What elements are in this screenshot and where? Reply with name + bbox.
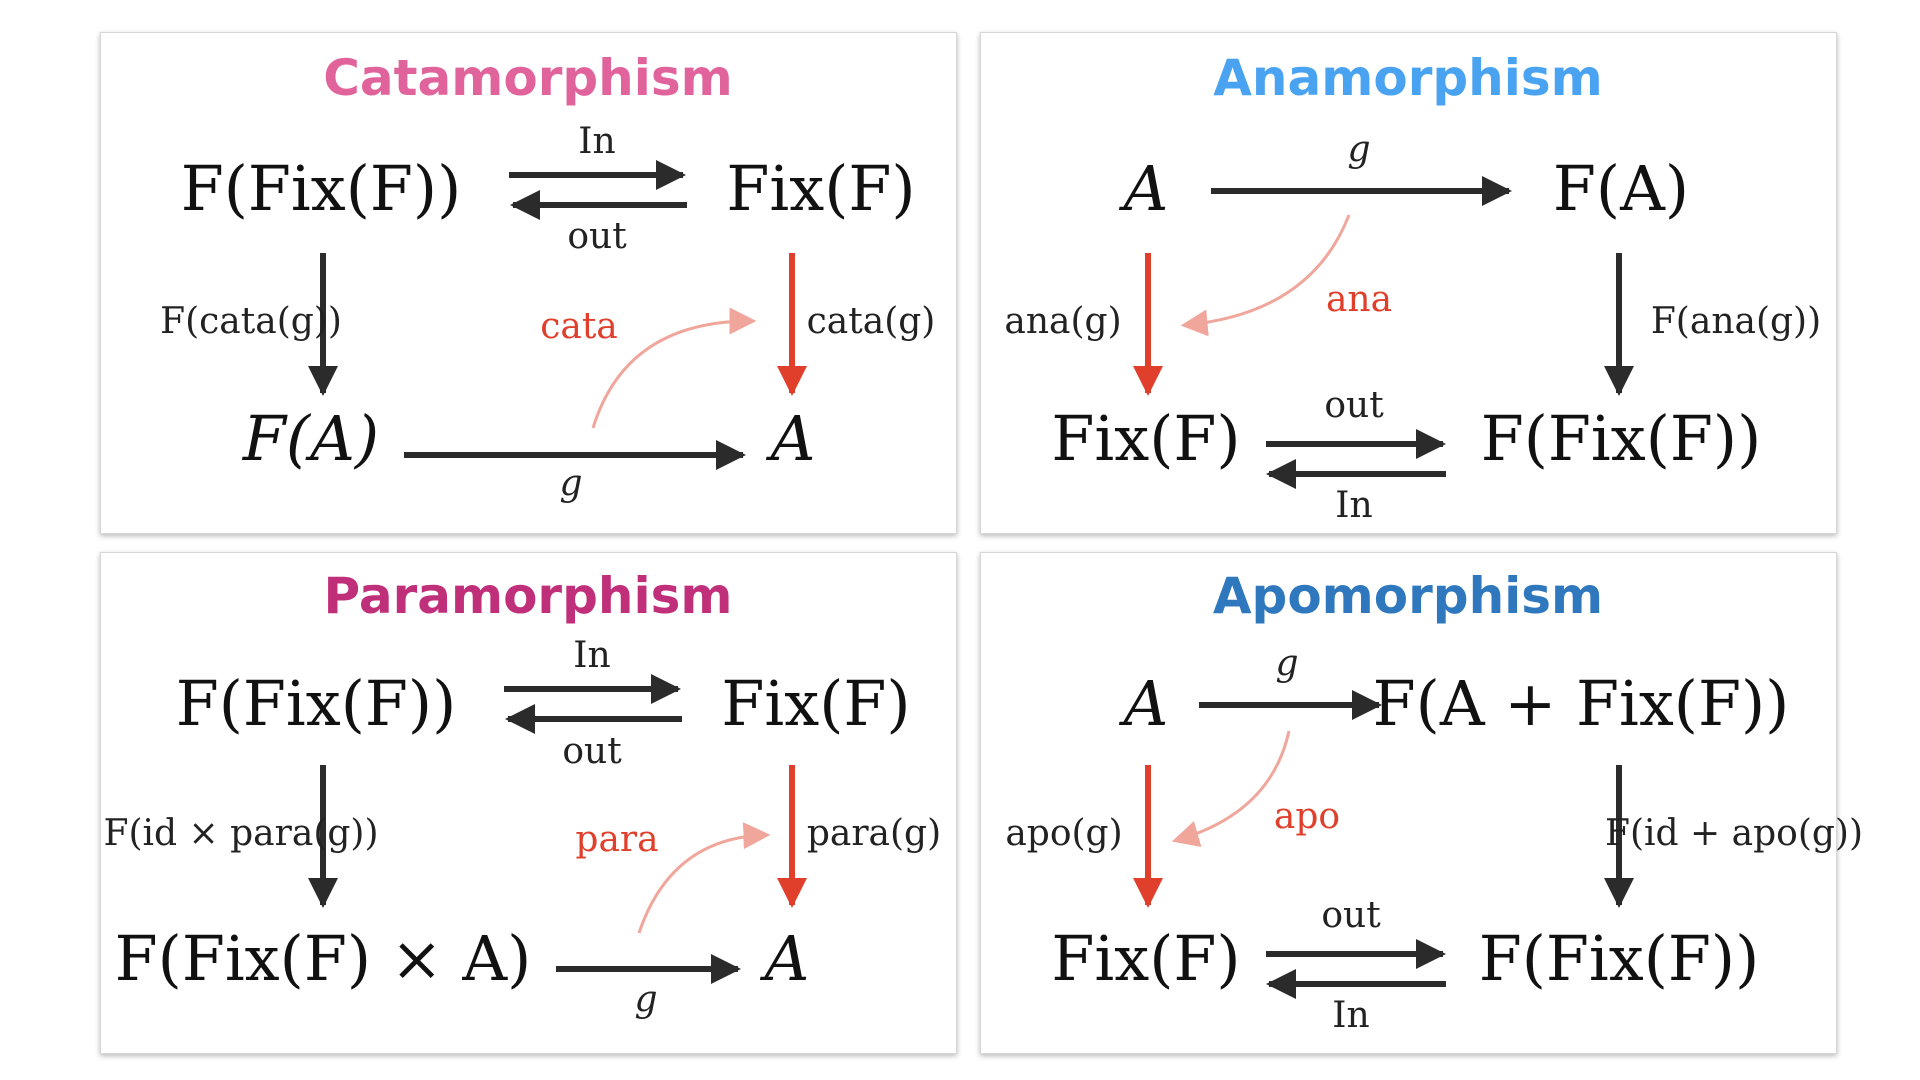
cata-curved-arrow [591, 307, 757, 429]
cata-bottom-right-node: A [766, 402, 816, 475]
ana-left-label: ana(g) [1004, 301, 1121, 342]
apomorphism-title: Apomorphism [1213, 567, 1603, 625]
ana-top-right-node: F(A) [1553, 152, 1689, 225]
para-in-label: In [573, 635, 610, 676]
apo-top-label: g [1275, 643, 1298, 684]
cata-bottom-label: g [559, 463, 582, 504]
anamorphism-diagram: Anamorphism A F(A) Fix(F) F(Fix(F)) g an… [1004, 49, 1821, 526]
apo-top-left-node: A [1119, 667, 1169, 740]
para-out-label: out [562, 731, 622, 772]
paramorphism-panel: Paramorphism F(Fix(F)) Fix(F) F(Fix(F) ×… [100, 552, 957, 1054]
ana-top-left-node: A [1119, 152, 1169, 225]
ana-out-label: out [1324, 385, 1384, 426]
apo-right-label: F(id + apo(g)) [1605, 813, 1863, 854]
ana-top-label: g [1347, 129, 1370, 170]
apo-curve-label: apo [1274, 796, 1340, 837]
anamorphism-panel: Anamorphism A F(A) Fix(F) F(Fix(F)) g an… [980, 32, 1837, 534]
para-bottom-left-node: F(Fix(F) × A) [115, 922, 532, 995]
para-right-label: para(g) [807, 813, 941, 854]
cata-bottom-left-node: F(A) [242, 402, 379, 475]
apo-bottom-left-node: Fix(F) [1051, 922, 1240, 995]
cata-in-label: In [578, 121, 615, 162]
para-bottom-right-node: A [760, 922, 810, 995]
para-bottom-label: g [634, 979, 657, 1020]
cata-left-label: F(cata(g)) [160, 301, 342, 342]
para-curved-arrow [637, 822, 771, 934]
apo-left-label: apo(g) [1005, 813, 1122, 854]
anamorphism-title: Anamorphism [1213, 49, 1603, 107]
catamorphism-title: Catamorphism [323, 49, 733, 107]
para-left-label: F(id × para(g)) [104, 813, 379, 854]
apomorphism-diagram: Apomorphism A F(A + Fix(F)) Fix(F) F(Fix… [1005, 567, 1863, 1036]
apo-top-right-node: F(A + Fix(F)) [1373, 667, 1790, 740]
paramorphism-title: Paramorphism [324, 567, 733, 625]
cata-top-left-node: F(Fix(F)) [181, 152, 462, 225]
apo-bottom-right-node: F(Fix(F)) [1479, 922, 1760, 995]
para-curve-label: para [575, 819, 658, 860]
apo-in-label: In [1332, 995, 1369, 1036]
apo-out-label: out [1321, 895, 1381, 936]
cata-right-label: cata(g) [807, 301, 936, 342]
para-top-right-node: Fix(F) [721, 667, 910, 740]
ana-right-label: F(ana(g)) [1651, 301, 1821, 342]
catamorphism-diagram: Catamorphism F(Fix(F)) Fix(F) F(A) A In … [160, 49, 936, 504]
apo-curved-arrow [1171, 730, 1291, 848]
ana-bottom-right-node: F(Fix(F)) [1481, 402, 1762, 475]
cata-top-right-node: Fix(F) [726, 152, 915, 225]
apomorphism-panel: Apomorphism A F(A + Fix(F)) Fix(F) F(Fix… [980, 552, 1863, 1054]
para-top-left-node: F(Fix(F)) [176, 667, 457, 740]
ana-curved-arrow [1180, 214, 1351, 337]
ana-in-label: In [1335, 485, 1372, 526]
cata-curve-label: cata [540, 306, 618, 347]
ana-bottom-left-node: Fix(F) [1051, 402, 1240, 475]
paramorphism-diagram: Paramorphism F(Fix(F)) Fix(F) F(Fix(F) ×… [104, 567, 942, 1020]
ana-curve-label: ana [1326, 279, 1392, 320]
catamorphism-panel: Catamorphism F(Fix(F)) Fix(F) F(A) A In … [100, 32, 957, 534]
cata-out-label: out [567, 216, 627, 257]
